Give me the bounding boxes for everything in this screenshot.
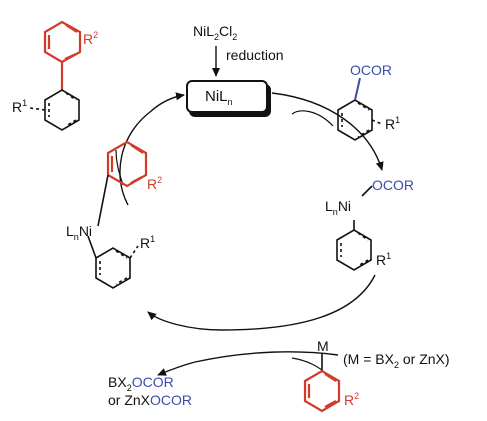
- ni-precursor-label: NiL2Cl2: [193, 23, 238, 42]
- product-ring-red: [43, 20, 82, 90]
- active-catalyst-label: NiLn: [205, 88, 233, 107]
- trans-ring-red: [106, 140, 148, 188]
- ester-group-label: OCOR: [350, 62, 392, 78]
- cycle-arc-to-catalyst: [149, 92, 185, 113]
- cycle-arc-reductive-elimination: [119, 111, 151, 206]
- cycle-arc-transmetalation: [147, 274, 376, 331]
- trans-r2-label: R2: [147, 175, 163, 192]
- adduct-ni-label: LnNi: [325, 198, 352, 217]
- trans-ni-red-bond: [97, 174, 109, 227]
- nucleophile-legend: (M = BX2 or ZnX): [343, 351, 450, 370]
- product-r2-label: R2: [83, 30, 99, 47]
- nucleophile-m-label: M: [317, 338, 329, 354]
- trans-ring-black: [87, 235, 139, 289]
- cycle-arc-oxidative-addition: [271, 92, 384, 171]
- active-catalyst-box: [186, 80, 268, 113]
- product-r1-label: R1: [12, 98, 28, 115]
- byproduct-release-arrow: [157, 351, 339, 376]
- trans-ni-label: LnNi: [66, 223, 93, 242]
- byproduct-line2: or ZnXOCOR: [108, 392, 193, 408]
- reduction-label: reduction: [226, 47, 284, 63]
- product-ring-black: [29, 89, 80, 131]
- byproduct-line1: BX2OCOR: [108, 374, 174, 393]
- adduct-ocor-label: OCOR: [372, 177, 414, 193]
- adduct-ring: [336, 185, 373, 271]
- ester-r1-label: R1: [385, 115, 401, 132]
- nucleophile-r2-label: R2: [344, 391, 360, 408]
- nucleophile-ring: [303, 369, 341, 413]
- ester-entry-curve: [291, 110, 334, 127]
- trans-r1-label: R1: [140, 234, 156, 251]
- adduct-r1-label: R1: [376, 251, 392, 268]
- ester-o-bond: [354, 77, 361, 101]
